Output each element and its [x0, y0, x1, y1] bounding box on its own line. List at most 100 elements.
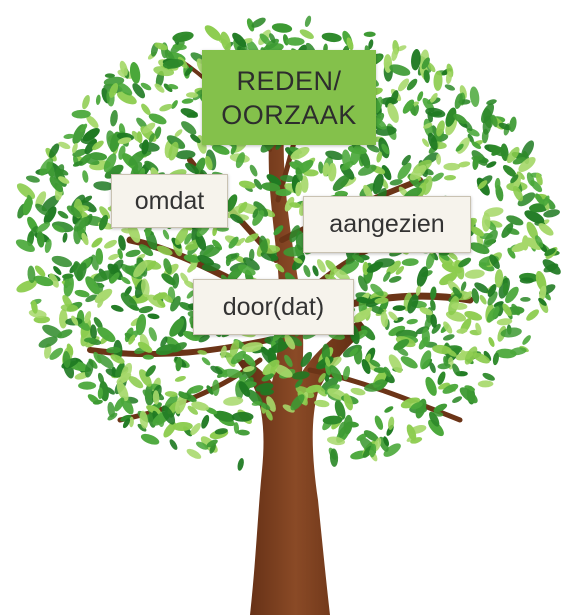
leaf: [464, 269, 485, 279]
leaf: [31, 300, 38, 314]
leaf: [282, 404, 295, 413]
leaf: [526, 221, 539, 240]
leaf: [342, 366, 351, 381]
leaf: [477, 380, 494, 388]
leaf: [58, 176, 70, 184]
leaf: [236, 237, 246, 245]
leaf: [137, 341, 153, 353]
leaf: [220, 31, 231, 52]
leaf: [326, 436, 346, 446]
leaf: [489, 254, 500, 269]
leaf: [185, 162, 200, 174]
leaf: [163, 258, 172, 275]
leaf: [433, 403, 448, 413]
leaf: [535, 193, 544, 205]
leaf: [343, 393, 353, 411]
leaf: [211, 144, 230, 155]
leaf: [128, 334, 136, 345]
leaf: [420, 350, 432, 370]
leaf: [436, 120, 445, 137]
leaf: [140, 82, 152, 91]
leaf: [380, 311, 389, 328]
leaf: [262, 359, 280, 376]
leaf: [230, 350, 246, 365]
leaf: [154, 126, 162, 140]
leaf: [265, 409, 273, 421]
leaf: [381, 165, 392, 181]
leaf: [175, 356, 183, 372]
leaf: [38, 336, 58, 348]
leaf: [360, 325, 376, 341]
leaf: [518, 157, 536, 172]
leaf: [432, 344, 452, 355]
leaf: [303, 265, 311, 278]
leaf: [492, 352, 499, 366]
leaf: [321, 32, 342, 43]
leaf: [392, 305, 406, 312]
leaf: [201, 357, 211, 366]
leaf: [339, 260, 360, 275]
leaf: [125, 249, 141, 258]
leaf: [183, 331, 200, 341]
leaf: [270, 341, 290, 354]
leaf: [192, 89, 205, 101]
leaf: [505, 286, 519, 304]
leaf: [457, 161, 471, 168]
leaf: [51, 255, 73, 268]
leaf: [238, 201, 248, 214]
leaf: [460, 281, 467, 292]
leaf: [89, 152, 108, 161]
leaf: [341, 149, 351, 169]
branch-label-doordat: door(dat): [193, 279, 354, 335]
leaf: [373, 367, 387, 374]
leaf: [480, 103, 495, 124]
leaf: [456, 328, 468, 334]
leaf: [526, 309, 539, 321]
leaf: [53, 266, 62, 275]
leaf: [487, 284, 497, 297]
leaf: [378, 436, 389, 452]
leaf: [524, 237, 543, 250]
leaf: [481, 212, 491, 232]
leaf: [142, 354, 154, 360]
leaf: [246, 18, 255, 32]
leaf: [92, 140, 104, 151]
leaf: [543, 195, 550, 206]
leaf: [232, 32, 247, 48]
leaf: [390, 90, 399, 105]
leaf: [104, 164, 124, 179]
leaf: [366, 261, 384, 273]
leaf: [345, 421, 359, 428]
leaf: [138, 306, 154, 314]
leaf: [295, 386, 315, 399]
leaf: [229, 213, 244, 224]
leaf: [62, 273, 74, 279]
leaf: [252, 208, 259, 219]
leaf: [120, 292, 138, 310]
leaf: [206, 439, 218, 448]
leaf: [171, 100, 178, 109]
leaf: [106, 130, 118, 152]
leaf: [333, 268, 350, 282]
leaf: [517, 192, 536, 207]
leaf: [384, 406, 394, 413]
leaf: [95, 248, 104, 265]
leaf: [90, 324, 97, 340]
leaf: [93, 270, 114, 282]
leaf: [139, 410, 149, 429]
leaf: [131, 130, 141, 142]
leaf: [423, 69, 430, 84]
leaf: [97, 354, 114, 369]
leaf: [535, 172, 543, 186]
leaf: [471, 288, 480, 304]
leaf: [329, 365, 343, 382]
leaf: [464, 311, 483, 321]
leaf: [73, 216, 90, 232]
leaf: [145, 365, 156, 377]
leaf: [358, 164, 377, 176]
leaf: [423, 122, 433, 129]
leaf: [140, 433, 160, 445]
leaf: [35, 203, 49, 216]
leaf: [520, 297, 531, 302]
leaf: [470, 226, 485, 237]
